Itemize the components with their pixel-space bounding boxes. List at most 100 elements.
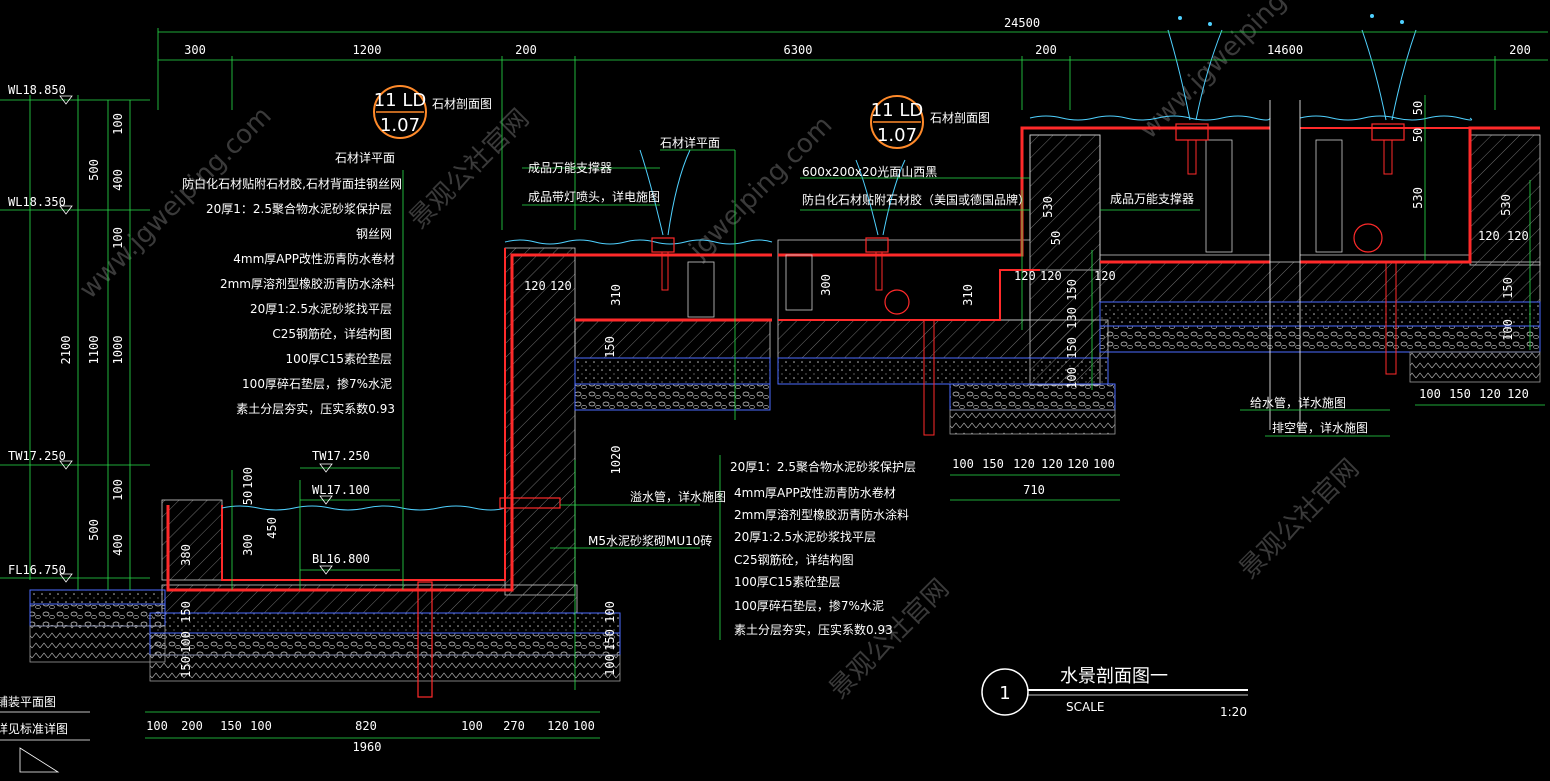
dim-v: 150 — [179, 601, 193, 623]
dim-top: 300 — [184, 43, 206, 57]
layer-label: 4mm厚APP改性沥青防水卷材 — [734, 485, 896, 500]
top-dimensions: 24500 300 1200 200 6300 200 14600 200 — [184, 16, 1531, 57]
layer-label: 4mm厚APP改性沥青防水卷材 — [233, 251, 395, 266]
dim-v: 1020 — [609, 446, 623, 475]
layer-label: 100厚碎石垫层，掺7%水泥 — [734, 598, 884, 613]
dim-h: 100 — [461, 719, 483, 733]
label: 石材详平面 — [660, 135, 720, 150]
layer-label: 20厚1:2.5水泥砂浆找平层 — [250, 301, 392, 316]
watermark: jgweiping.com — [683, 110, 838, 265]
dim-total: 1960 — [353, 740, 382, 754]
left-edge-labels: 铺装平面图 详见标准详图 — [0, 695, 90, 773]
dim-v: 310 — [961, 284, 975, 306]
dim-total: 710 — [1023, 483, 1045, 497]
scale-value: 1:20 — [1220, 705, 1247, 719]
dim-h: 100 — [573, 719, 595, 733]
layer-label: 2mm厚溶剂型橡胶沥青防水涂料 — [220, 276, 395, 291]
dim-v: 1100 — [87, 336, 101, 365]
elev-wl-top: WL18.850 — [8, 83, 66, 97]
label: 给水管，详水施图 — [1250, 395, 1346, 410]
elev-wl-mid: WL18.350 — [8, 195, 66, 209]
callout-1-top: 11 LD — [374, 90, 427, 111]
detail-callout-2[interactable]: 11 LD 1.07 石材剖面图 — [870, 95, 990, 149]
dim-v: 100 — [179, 631, 193, 653]
layer-label: 100厚碎石垫层，掺7%水泥 — [242, 376, 392, 391]
dim-v: 50 — [1049, 231, 1063, 245]
dim-h: 120 — [1013, 457, 1035, 471]
drawing-title-block: 1 水景剖面图一 SCALE 1:20 — [981, 666, 1248, 719]
dim-v: 300 — [819, 274, 833, 296]
dimension-lines — [0, 28, 1548, 739]
dim-top: 1200 — [353, 43, 382, 57]
label: 铺装平面图 — [0, 695, 56, 709]
label: 成品万能支撑器 — [528, 160, 612, 175]
layer-label: 素土分层夯实，压实系数0.93 — [734, 622, 893, 637]
layer-label: 素土分层夯实，压实系数0.93 — [236, 401, 395, 416]
left-pool-structure — [29, 239, 773, 698]
dim-h: 100 — [952, 457, 974, 471]
dim-h: 150 — [1449, 387, 1471, 401]
label: 排空管，详水施图 — [1272, 420, 1368, 435]
dim-v: 150 — [1501, 277, 1515, 299]
dim-top: 200 — [1035, 43, 1057, 57]
dim-h: 270 — [503, 719, 525, 733]
layer-list-left: 石材详平面 防白化石材贴附石材胶,石材背面挂钢丝网 20厚1：2.5聚合物水泥砂… — [182, 150, 402, 416]
label: 详见标准详图 — [0, 721, 68, 736]
dim-v: 530 — [1411, 187, 1425, 209]
label: 600x200x20光面山西黑 — [802, 165, 937, 179]
dim-v: 100 — [603, 654, 617, 676]
dim-v: 150 — [603, 336, 617, 358]
dim-v: 50 — [1411, 128, 1425, 142]
elev-fl: FL16.750 — [8, 563, 66, 577]
dim-v: 150 — [1065, 337, 1079, 359]
detail-callout-1[interactable]: 11 LD 1.07 石材剖面图 — [373, 85, 492, 139]
scale-label: SCALE — [1066, 700, 1104, 714]
watermark: 景观公社官网 — [1234, 453, 1366, 585]
dim-h: 100 — [1419, 387, 1441, 401]
labels-middle: 石材详平面 成品万能支撑器 成品带灯喷头，详电施图 600x200x20光面山西… — [528, 135, 1368, 548]
label: 成品万能支撑器 — [1110, 191, 1194, 206]
layer-label: C25钢筋砼，详结构图 — [272, 326, 392, 341]
dim-v: 100 — [241, 467, 255, 489]
bottom-dims-left: 100 200 150 100 820 100 270 120 100 1960 — [146, 719, 595, 754]
dim-overall: 24500 — [1004, 16, 1040, 30]
elevation-marks — [59, 95, 333, 583]
dim-v: 530 — [1041, 196, 1055, 218]
drawing-title: 水景剖面图一 — [1060, 666, 1168, 687]
bottom-dims-right: 100 150 120 120 — [1419, 387, 1529, 401]
elev-tw-pool: TW17.250 — [312, 449, 370, 463]
callout-2-bottom: 1.07 — [877, 125, 917, 146]
bottom-dims-middle: 100 150 120 120 120 100 710 — [952, 457, 1115, 497]
left-elevations: WL18.850 WL18.350 TW17.250 FL16.750 — [8, 83, 66, 577]
layer-label: 石材详平面 — [335, 150, 395, 165]
dim-v: 100 — [603, 601, 617, 623]
label: M5水泥砂浆砌MU10砖 — [588, 533, 712, 548]
dim-v: 380 — [179, 544, 193, 566]
callout-1-label: 石材剖面图 — [432, 97, 492, 111]
dim-h: 120 — [547, 719, 569, 733]
watermark: www.jgweiping.com — [1134, 0, 1338, 145]
dim-v: 500 — [87, 519, 101, 541]
elev-bl-pool: BL16.800 — [312, 552, 370, 566]
dim-v: 150 — [179, 656, 193, 678]
dim-h: 120 — [1040, 269, 1062, 283]
dim-v: 100 — [111, 227, 125, 249]
label: 防白化石材贴附石材胶（美国或德国品牌） — [802, 192, 1030, 207]
layer-label: 2mm厚溶剂型橡胶沥青防水涂料 — [734, 507, 909, 522]
dim-h: 120 — [1507, 229, 1529, 243]
dim-h: 120 — [1094, 269, 1116, 283]
dim-v: 530 — [1499, 194, 1513, 216]
elev-tw-left: TW17.250 — [8, 449, 66, 463]
right-structure — [1099, 14, 1541, 430]
dim-top: 6300 — [784, 43, 813, 57]
dim-v: 2100 — [59, 336, 73, 365]
label: 成品带灯喷头，详电施图 — [528, 189, 660, 204]
dim-h: 120 — [524, 279, 546, 293]
dim-h: 100 — [146, 719, 168, 733]
dim-v: 130 — [1065, 307, 1079, 329]
dim-h: 120 — [1507, 387, 1529, 401]
middle-structure — [639, 115, 1271, 436]
dim-h: 120 — [1479, 387, 1501, 401]
